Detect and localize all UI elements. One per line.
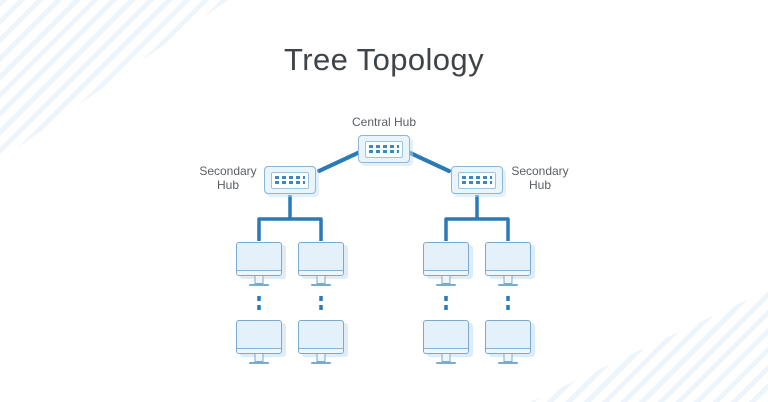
- decorative-stripes-bottom-right: [530, 290, 768, 402]
- monitor-stand: [316, 354, 326, 362]
- secondary-hub-left-label: Secondary Hub: [199, 164, 257, 192]
- hub-ports-row: [462, 176, 492, 179]
- monitor-base: [311, 284, 331, 286]
- link-central-to-right-hub: [404, 149, 451, 173]
- hub-ports-row: [369, 145, 399, 148]
- network-hub-icon: [451, 166, 503, 194]
- hub-ports-row: [275, 176, 305, 179]
- hub-ports-row: [369, 150, 399, 153]
- secondary-hub-right-label: Secondary Hub: [511, 164, 569, 192]
- link-central-to-left-hub: [317, 149, 364, 173]
- monitor-base: [436, 284, 456, 286]
- hub-port-panel: [271, 171, 309, 189]
- monitor-screen: [485, 242, 531, 276]
- page-title: Tree Topology: [284, 42, 484, 77]
- monitor-base: [249, 284, 269, 286]
- decorative-stripes-top-left: [0, 0, 228, 160]
- desktop-monitor-icon: [423, 242, 469, 288]
- monitor-stand: [316, 276, 326, 284]
- monitor-stand: [503, 354, 513, 362]
- monitor-stand: [254, 354, 264, 362]
- desktop-monitor-icon: [485, 320, 531, 366]
- monitor-screen: [298, 320, 344, 354]
- link-right-branch-bracket: [444, 217, 510, 241]
- monitor-chin: [237, 348, 281, 353]
- monitor-chin: [424, 270, 468, 275]
- monitor-stand: [441, 354, 451, 362]
- monitor-chin: [237, 270, 281, 275]
- network-hub-icon: [358, 135, 410, 163]
- hub-ports-row: [462, 181, 492, 184]
- monitor-stand: [503, 276, 513, 284]
- network-hub-icon: [264, 166, 316, 194]
- desktop-monitor-icon: [298, 242, 344, 288]
- desktop-monitor-icon: [423, 320, 469, 366]
- monitor-screen: [423, 320, 469, 354]
- central-hub-label: Central Hub: [351, 115, 417, 129]
- desktop-monitor-icon: [485, 242, 531, 288]
- monitor-chin: [299, 348, 343, 353]
- monitor-base: [436, 362, 456, 364]
- hub-port-panel: [365, 140, 403, 158]
- monitor-base: [498, 284, 518, 286]
- desktop-monitor-icon: [236, 320, 282, 366]
- monitor-screen: [236, 242, 282, 276]
- monitor-base: [311, 362, 331, 364]
- monitor-chin: [424, 348, 468, 353]
- hub-port-panel: [458, 171, 496, 189]
- desktop-monitor-icon: [298, 320, 344, 366]
- monitor-screen: [298, 242, 344, 276]
- monitor-screen: [236, 320, 282, 354]
- monitor-stand: [254, 276, 264, 284]
- monitor-stand: [441, 276, 451, 284]
- monitor-base: [498, 362, 518, 364]
- monitor-chin: [486, 270, 530, 275]
- hub-ports-row: [275, 181, 305, 184]
- monitor-chin: [486, 348, 530, 353]
- monitor-screen: [485, 320, 531, 354]
- monitor-chin: [299, 270, 343, 275]
- desktop-monitor-icon: [236, 242, 282, 288]
- monitor-screen: [423, 242, 469, 276]
- monitor-base: [249, 362, 269, 364]
- link-left-branch-bracket: [257, 217, 323, 241]
